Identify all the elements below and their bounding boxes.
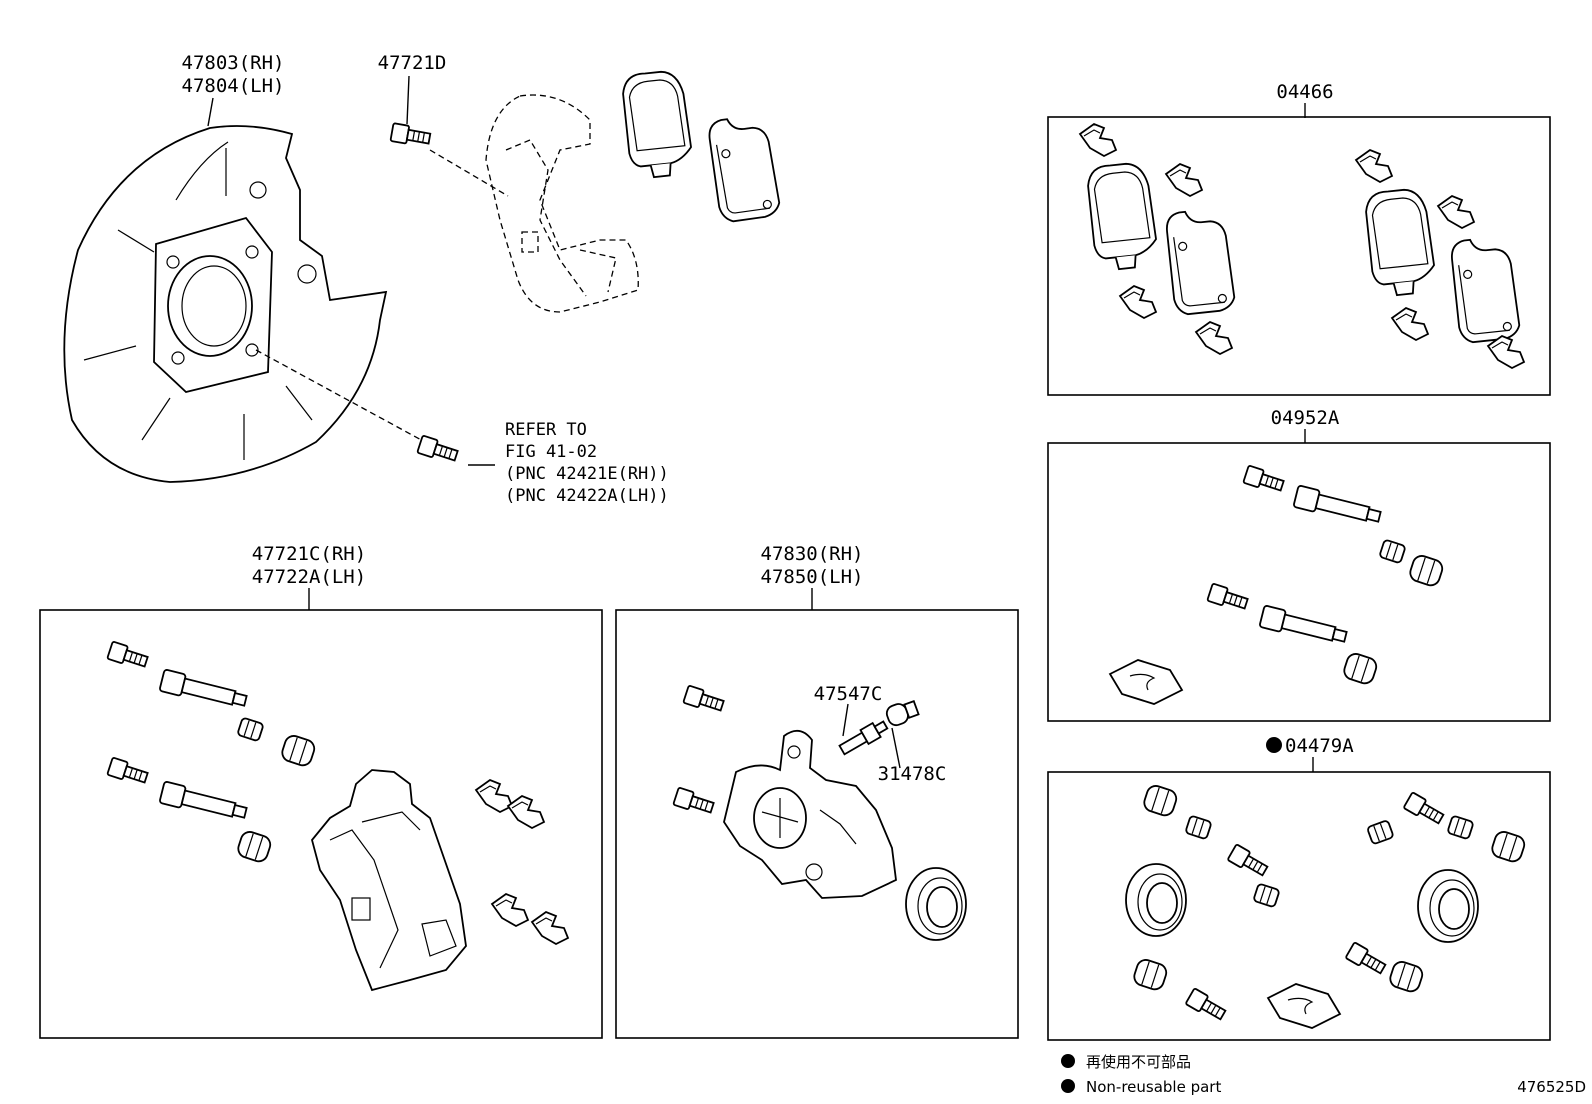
- label-bolt-47721d: 47721D: [378, 52, 447, 74]
- slide-kit-contents: [1109, 464, 1446, 705]
- label-refer-4: (PNC 42422A(LH)): [505, 486, 669, 506]
- bolt-47721d: [389, 122, 509, 197]
- label-seal-kit: 04479A: [1285, 735, 1354, 757]
- legend-dot-en: [1061, 1079, 1075, 1093]
- label-refer-1: REFER TO: [505, 420, 587, 440]
- non-reusable-marker: [1266, 737, 1282, 753]
- label-mount-kit-lh: 47722A(LH): [252, 566, 366, 588]
- label-pad-kit: 04466: [1276, 81, 1333, 103]
- label-mount-kit-rh: 47721C(RH): [252, 543, 366, 565]
- label-slide-kit: 04952A: [1271, 407, 1340, 429]
- caliper-contents: [672, 684, 967, 941]
- legend-jp: 再使用不可部品: [1086, 1053, 1191, 1071]
- caliper-box: [615, 609, 1019, 1039]
- hub-bolt: [416, 434, 460, 466]
- legend: 再使用不可部品 Non-reusable part 476525D: [1061, 1053, 1586, 1096]
- brake-pad-top-1: [620, 68, 695, 181]
- label-refer-2: FIG 41-02: [505, 442, 597, 462]
- pad-kit-box: [1047, 116, 1551, 396]
- seal-kit-box: [1047, 771, 1551, 1041]
- legend-dot-jp: [1061, 1054, 1075, 1068]
- brake-pad-top-2: [706, 112, 782, 224]
- seal-kit-contents: [1125, 782, 1528, 1029]
- label-caliper-rh: 47830(RH): [761, 543, 864, 565]
- leader-lines: [207, 75, 1314, 772]
- label-refer-3: (PNC 42421E(RH)): [505, 464, 669, 484]
- label-caliper-lh: 47850(LH): [761, 566, 864, 588]
- slide-kit-box: [1047, 442, 1551, 722]
- callout-labels: 47803(RH) 47804(LH) 47721D REFER TO FIG …: [182, 52, 1355, 785]
- label-shield-rh: 47803(RH): [182, 52, 285, 74]
- mount-kit-contents: [106, 640, 569, 992]
- mount-kit-box: [39, 609, 603, 1039]
- label-bleeder: 47547C: [814, 683, 883, 705]
- legend-en: Non-reusable part: [1086, 1078, 1221, 1096]
- pad-kit-contents: [1079, 123, 1525, 369]
- label-shield-lh: 47804(LH): [182, 75, 285, 97]
- mounting-outline-dashed: [485, 94, 639, 313]
- label-cap: 31478C: [878, 763, 947, 785]
- figure-code: 476525D: [1517, 1078, 1586, 1096]
- dust-shield: [63, 125, 426, 483]
